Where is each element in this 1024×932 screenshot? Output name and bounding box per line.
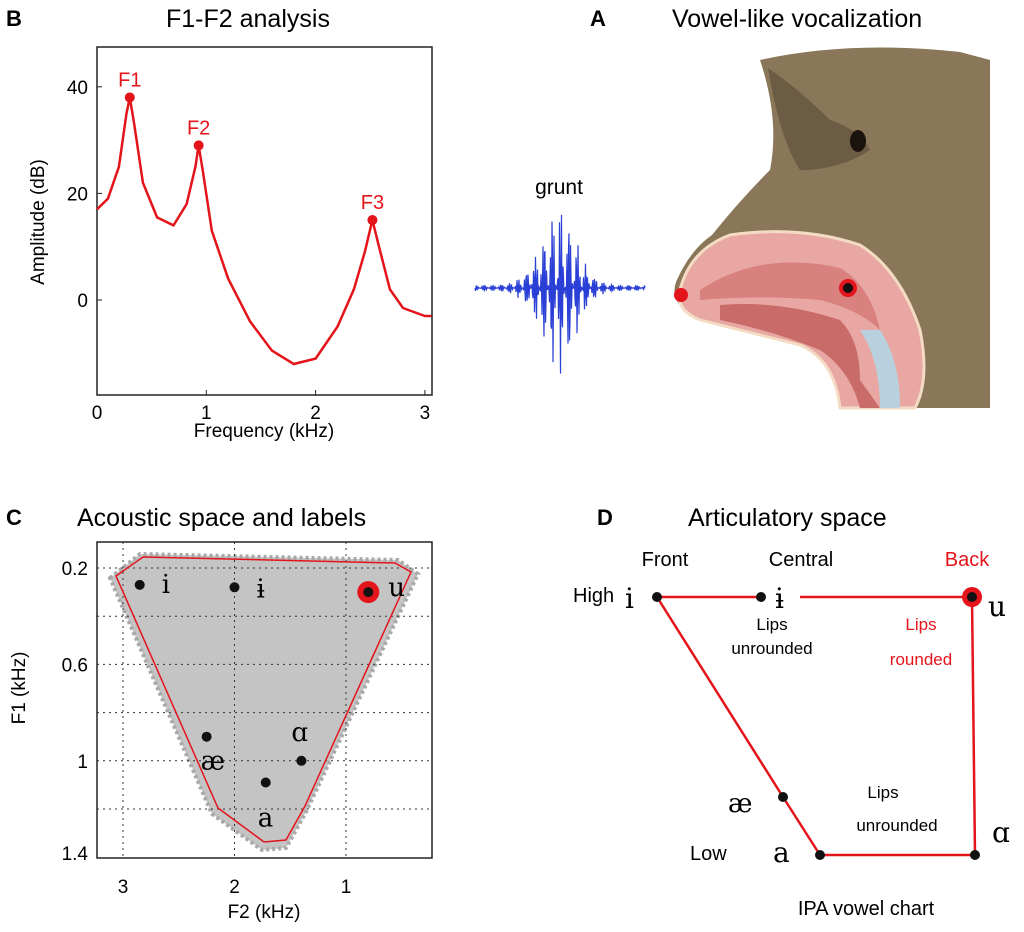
panel-title: F1-F2 analysis (166, 5, 330, 33)
vowel-i: i (625, 582, 634, 615)
note-rounded: rounded (890, 650, 952, 669)
panel-title: Articulatory space (688, 504, 887, 532)
y-tick-label: 1.4 (62, 844, 89, 865)
x-tick-label: 1 (201, 403, 212, 424)
chart-caption: IPA vowel chart (798, 898, 935, 920)
panel-c: C Acoustic space and labels 3 2 1 0.2 0.6 1 1.… (6, 504, 433, 923)
peak-marker (124, 92, 135, 103)
vowel-label: ɑ (291, 718, 308, 748)
panel-letter: B (6, 6, 22, 31)
panel-a: A Vowel-like vocalization grunt (474, 5, 990, 410)
x-tick-label: 2 (310, 403, 321, 424)
acoustic-cloud (107, 551, 421, 853)
x-tick-label: 1 (341, 877, 352, 898)
note-unrounded-low: unrounded (856, 816, 937, 835)
y-tick-label: 0.2 (62, 559, 88, 580)
panel-letter: A (590, 6, 606, 31)
y-tick-label: 0.6 (62, 655, 88, 676)
x-tick-label: 0 (92, 403, 103, 424)
vowel-label: a (258, 803, 274, 833)
vowel-label: i (162, 570, 170, 600)
vowel-label: u (388, 573, 405, 603)
note-lips-rounded: Lips (905, 615, 936, 634)
peak-marker (367, 215, 378, 226)
x-axis-label: Frequency (kHz) (194, 421, 334, 442)
y-tick-label: 40 (67, 78, 88, 99)
y-axis-label: Amplitude (dB) (28, 159, 49, 285)
grunt-waveform (474, 214, 646, 374)
peak-label: F1 (118, 69, 141, 91)
y-tick-label: 20 (67, 184, 88, 205)
tongue-marker (843, 283, 853, 293)
vowel-a: a (773, 836, 790, 869)
note-unrounded: unrounded (731, 639, 812, 658)
vowel-point (134, 579, 145, 590)
low-label: Low (690, 843, 727, 865)
y-axis-label: F1 (kHz) (9, 652, 30, 725)
grid: 3 2 1 0.2 0.6 1 1.4 (62, 542, 432, 898)
peak-label: F2 (187, 117, 210, 139)
x-axis-label: F2 (kHz) (228, 902, 301, 923)
plot-frame (96, 541, 433, 859)
vowel-ae: æ (728, 789, 752, 819)
note-lips: Lips (756, 615, 787, 634)
panel-letter: D (597, 505, 613, 530)
vowel-u: u (988, 590, 1006, 623)
vowel-point (201, 731, 212, 742)
baboon-head-illustration (674, 47, 990, 410)
vowel-script-a: ɑ (992, 816, 1010, 849)
panel-title: Vowel-like vocalization (672, 5, 922, 33)
x-tick-label: 3 (118, 877, 129, 898)
high-label: High (573, 585, 614, 607)
vowel-label: ɨ (257, 574, 265, 604)
x-tick-label: 3 (420, 403, 431, 424)
front-label: Front (642, 549, 689, 571)
central-label: Central (769, 549, 833, 571)
y-tick-label: 1 (77, 752, 88, 773)
vowel-label: æ (201, 747, 225, 777)
panel-d: D Articulatory space Front Central Back … (573, 504, 1010, 920)
note-lips-low: Lips (867, 783, 898, 802)
vowel-barred-i: ɨ (775, 582, 784, 615)
panel-title: Acoustic space and labels (77, 504, 366, 532)
vowel-point (229, 582, 240, 593)
spectrum-line (96, 97, 432, 366)
grunt-label: grunt (535, 176, 583, 199)
vowel-points: i ɨ u æ a ɑ (134, 570, 405, 833)
lips-marker (674, 288, 688, 302)
vowel-point (296, 755, 307, 766)
y-tick-label: 0 (77, 291, 88, 312)
acoustic-boundary (115, 556, 412, 843)
vowel-point (260, 777, 271, 788)
plot-frame (96, 46, 433, 396)
peak-label: F3 (361, 192, 384, 214)
axis-ticks: 0 1 2 3 0 20 40 (67, 78, 430, 424)
panel-letter: C (6, 505, 22, 530)
peak-marker (193, 140, 204, 151)
vowel-point (363, 587, 374, 598)
back-label: Back (945, 549, 990, 571)
panel-b: B F1-F2 analysis 0 1 2 3 0 20 40 Frequency (kH… (6, 5, 433, 442)
x-tick-label: 2 (229, 877, 240, 898)
